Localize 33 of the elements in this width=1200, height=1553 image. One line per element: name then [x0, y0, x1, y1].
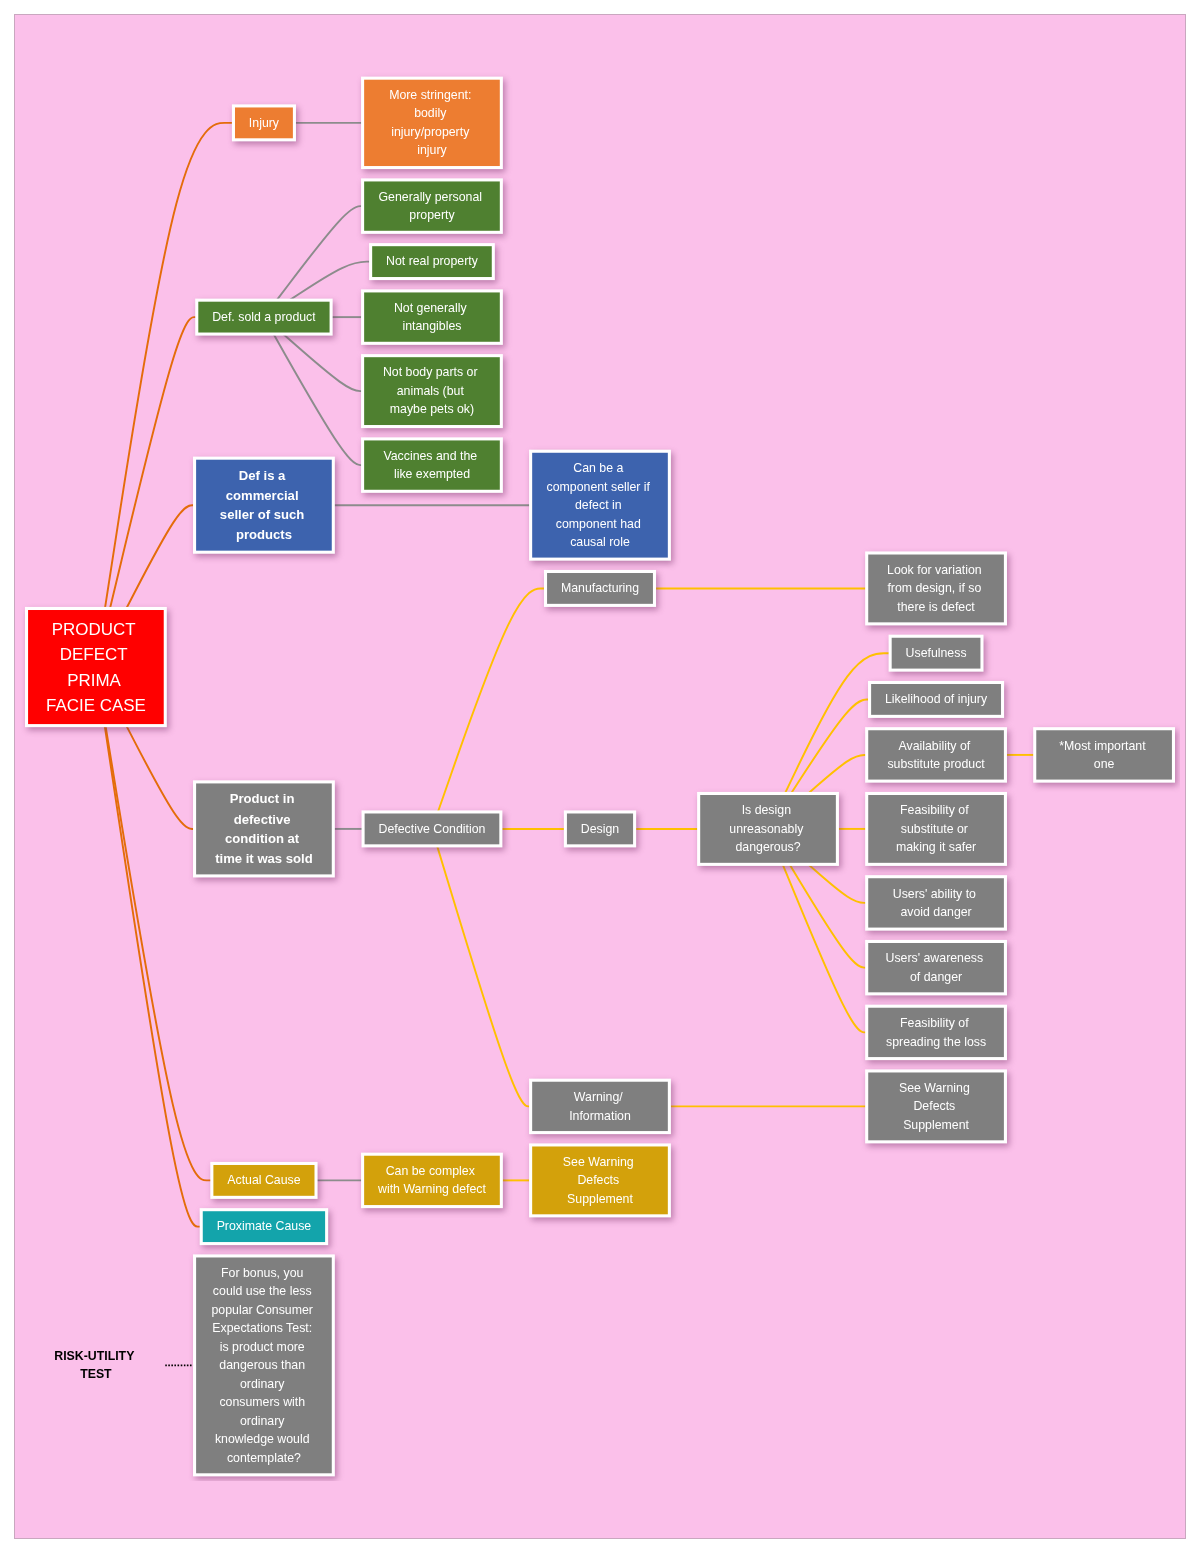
node-box: PRODUCT DEFECT PRIMA FACIE CASE	[25, 606, 167, 728]
node-box: Not generally intangibles	[361, 289, 503, 345]
node-box: Usefulness	[888, 634, 984, 672]
node-box: Warning/ Information	[529, 1078, 671, 1135]
node-box: Availability of substitute product	[865, 727, 1007, 783]
node-box: Defective Condition	[361, 810, 503, 848]
node-box: Users' ability to avoid danger	[865, 875, 1007, 931]
node-box: Feasibility of substitute or making it safer	[865, 791, 1007, 866]
node-box: *Most important one	[1033, 727, 1175, 783]
node-box: Injury	[231, 104, 296, 142]
node-box: Generally personal property	[361, 178, 503, 234]
node-box: Vaccines and the like exempted	[361, 437, 503, 493]
node-box: Is design unreasonably dangerous?	[697, 791, 839, 866]
node-box: More stringent: bodily injury/property injury	[361, 76, 503, 170]
node-box: Def. sold a product	[195, 298, 333, 336]
node-box: For bonus, you could use the less popular Consumer Expectations Test: is product more dangerous than ordinary consumers with ordinary knowledge would contemplate?	[193, 1254, 335, 1477]
node-box: Can be complex with Warning defect	[361, 1152, 503, 1209]
node-box: See Warning Defects Supplement	[529, 1143, 671, 1218]
node-box: Feasibility of spreading the loss	[865, 1004, 1007, 1061]
node-box: Can be a component seller if defect in component had causal role	[529, 449, 671, 561]
node-box: Actual Cause	[210, 1161, 318, 1199]
node-box: Product in defective condition at time it was sold	[193, 780, 335, 878]
node-box: Look for variation from design, if so there is defect	[865, 551, 1007, 626]
node-box: Not body parts or animals (but maybe pets ok)	[361, 354, 503, 429]
node-box: See Warning Defects Supplement	[865, 1069, 1007, 1144]
node-box: Manufacturing	[543, 569, 657, 607]
node-box: Proximate Cause	[199, 1208, 329, 1246]
node-text: RISK-UTILITY TEST	[54, 1349, 135, 1381]
node-box: Design	[563, 810, 637, 848]
node-box: Users' awareness of danger	[865, 939, 1007, 996]
node-box: Likelihood of injury	[868, 680, 1005, 718]
node-box: Not real property	[369, 243, 495, 281]
node-box: Def is a commercial seller of such products	[193, 456, 335, 554]
